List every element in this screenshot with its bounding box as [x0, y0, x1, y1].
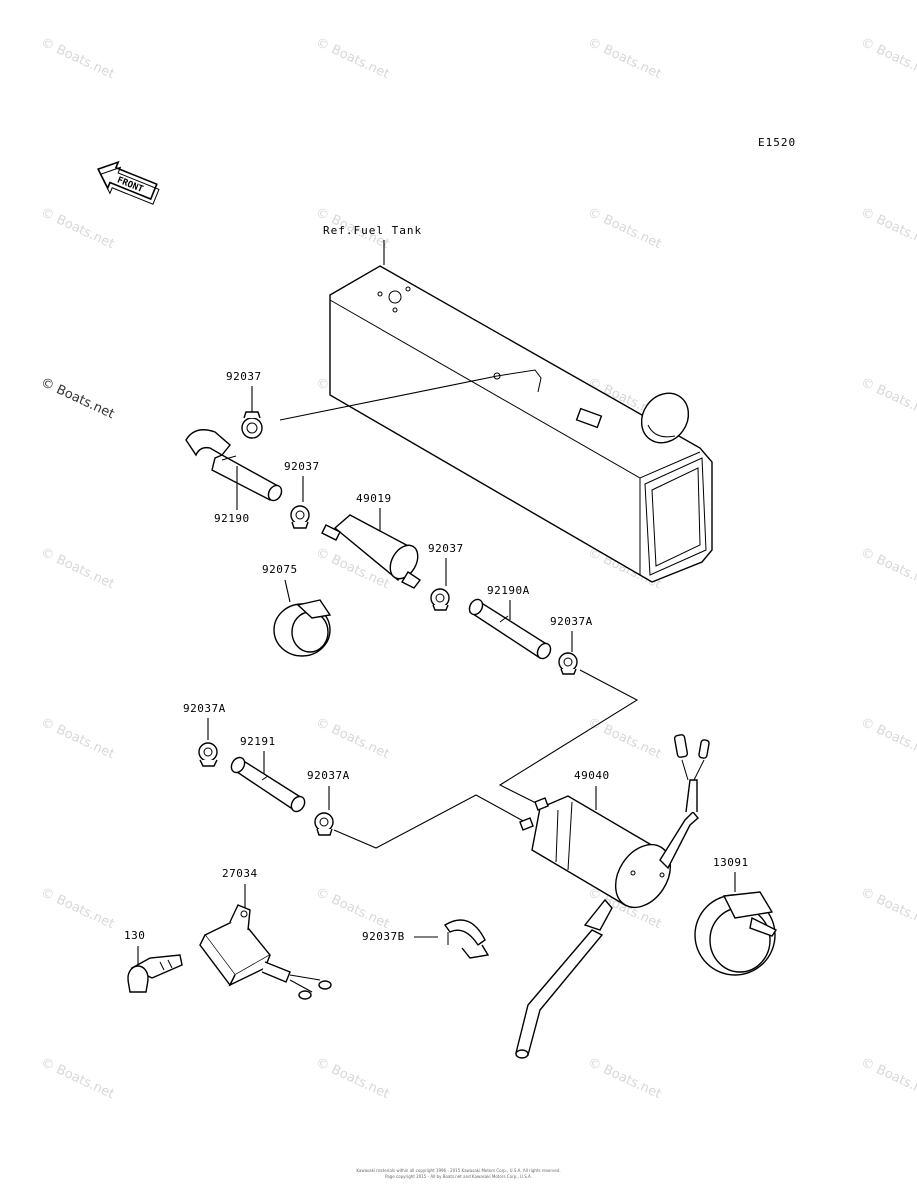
label-92037: 92037	[284, 460, 320, 473]
grommet-92075	[273, 599, 332, 657]
fuel-pump-49040	[515, 734, 710, 1059]
label-92190: 92190	[214, 512, 250, 525]
watermark: © Boats.net	[38, 375, 116, 422]
band-13091	[694, 891, 778, 976]
watermark: © Boats.net	[858, 205, 917, 252]
clamp-92037A	[558, 652, 578, 675]
label-13091: 13091	[713, 856, 749, 869]
clamp-92037A	[198, 742, 218, 767]
watermark: © Boats.net	[38, 545, 116, 592]
ref-fuel-tank-label: Ref.Fuel Tank	[323, 224, 422, 237]
watermark: © Boats.net	[858, 1055, 917, 1102]
label-92037B: 92037B	[362, 930, 405, 943]
clamp-92037	[290, 505, 310, 529]
watermark: © Boats.net	[858, 715, 917, 762]
label-27034: 27034	[222, 867, 258, 880]
label-49040: 49040	[574, 769, 610, 782]
watermark: © Boats.net	[585, 1055, 663, 1102]
watermark: © Boats.net	[313, 1055, 391, 1102]
label-92037: 92037	[226, 370, 262, 383]
watermark: © Boats.net	[38, 715, 116, 762]
watermark: © Boats.net	[585, 205, 663, 252]
label-92037A: 92037A	[307, 769, 350, 782]
bolt-130	[127, 954, 183, 993]
watermark: © Boats.net	[38, 35, 116, 82]
watermark: © Boats.net	[38, 205, 116, 252]
watermark: © Boats.net	[858, 885, 917, 932]
hose-92190	[185, 429, 283, 502]
front-arrow-icon: FRONT	[96, 160, 160, 205]
label-92037: 92037	[428, 542, 464, 555]
label-92190A: 92190A	[487, 584, 530, 597]
clamp-92037	[430, 588, 450, 611]
watermark: © Boats.net	[38, 885, 116, 932]
label-130: 130	[124, 929, 145, 942]
diagram-code: E1520	[758, 136, 796, 149]
fuel-tank	[329, 265, 713, 583]
watermark: © Boats.net	[38, 1055, 116, 1102]
watermark: © Boats.net	[858, 545, 917, 592]
clamp-92037	[241, 411, 263, 439]
watermark: © Boats.net	[313, 35, 391, 82]
footer-copyright-2: Page copyright 2015 - All by Boats.net a…	[384, 1174, 532, 1179]
watermark: © Boats.net	[313, 885, 391, 932]
label-92191: 92191	[240, 735, 276, 748]
watermark: © Boats.net	[858, 35, 917, 82]
label-92075: 92075	[262, 563, 298, 576]
fuel-filter-49019	[321, 514, 422, 589]
label-49019: 49019	[356, 492, 392, 505]
hose-92191	[230, 756, 306, 813]
watermark: © Boats.net	[858, 375, 917, 422]
clamp-92037A	[314, 812, 334, 836]
watermark: © Boats.net	[313, 715, 391, 762]
relay-27034	[199, 904, 332, 1000]
label-92037A: 92037A	[183, 702, 226, 715]
watermark: © Boats.net	[585, 35, 663, 82]
watermark: © Boats.net	[585, 715, 663, 762]
hose-92190A	[468, 598, 552, 660]
footer-copyright: Kawasaki materials within all copyright …	[356, 1168, 561, 1173]
clip-92037B	[443, 919, 490, 959]
label-92037A: 92037A	[550, 615, 593, 628]
